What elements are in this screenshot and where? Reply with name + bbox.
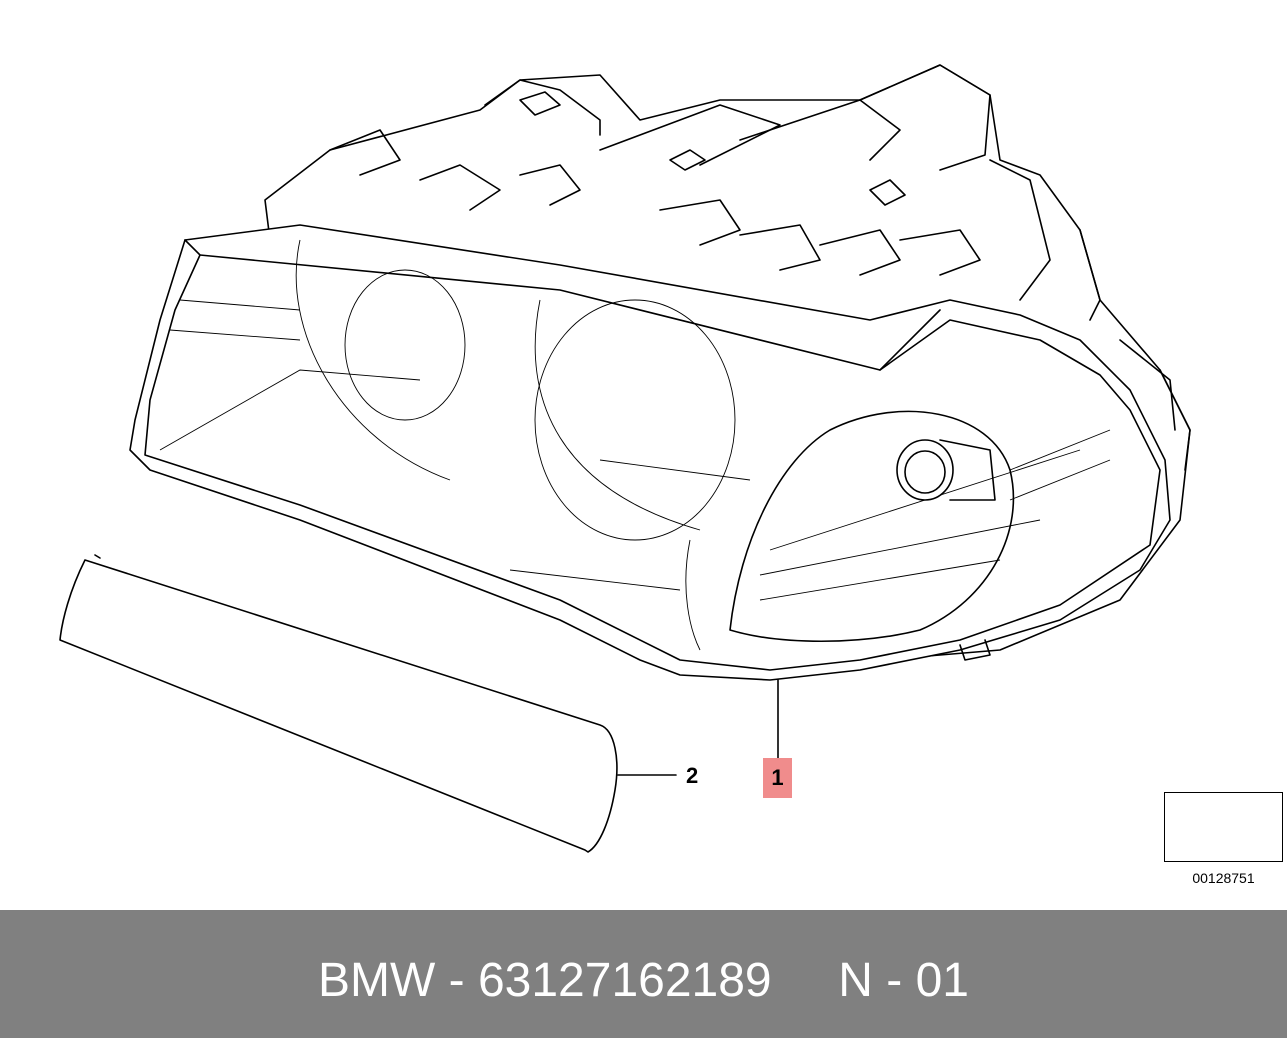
headlight-line-drawing	[59, 64, 1257, 858]
callout-part-1[interactable]: 1	[763, 758, 792, 798]
trim-strip-part-2	[59, 554, 618, 853]
headlight-lens	[129, 224, 1171, 681]
footer-bar: BMW - 63127162189 N - 01	[0, 910, 1287, 1038]
diagram-number: 00128751	[1192, 870, 1255, 886]
orientation-icon-frame	[1164, 792, 1283, 862]
footer-part-number-text: BMW - 63127162189 N - 01	[318, 954, 969, 1007]
callout-part-2[interactable]: 2	[686, 763, 699, 788]
